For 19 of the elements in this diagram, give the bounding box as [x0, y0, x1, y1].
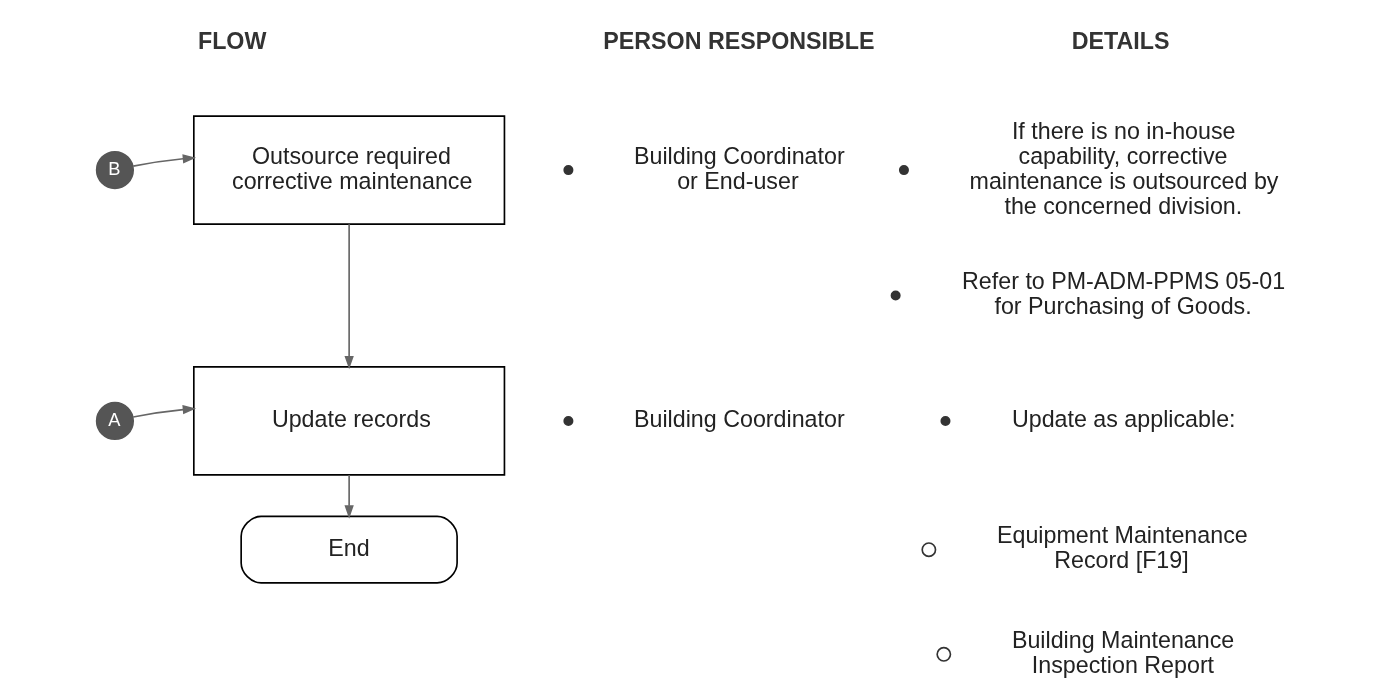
label: FLOW — [197, 28, 266, 55]
label: Building Coordinator — [633, 406, 845, 433]
node-circle: B — [95, 151, 134, 190]
node-box: End — [239, 515, 458, 584]
label: If there is no in-house capability, corrective maintenance is outsourced by the concerned division. — [969, 117, 1278, 219]
label: Refer to PM-ADM-PPMS 05-01 for Purchasing of Goods. — [961, 268, 1285, 320]
label: Equipment Maintenance Record [F19] — [996, 522, 1248, 574]
node-circle: A — [95, 401, 134, 441]
label: Building Coordinator or End-user — [633, 142, 845, 194]
label: Update as applicable: — [1011, 406, 1236, 433]
label: PERSON RESPONSIBLE — [602, 28, 875, 55]
node-box: Update records — [192, 366, 505, 476]
arrow — [343, 223, 354, 370]
arrow — [131, 154, 196, 167]
node-box: Outsource required corrective maintenance — [192, 115, 505, 225]
arrow — [343, 474, 354, 519]
arrow — [131, 405, 196, 418]
label: Building Maintenance Inspection Report — [1011, 627, 1234, 678]
label: DETAILS — [1071, 28, 1169, 55]
